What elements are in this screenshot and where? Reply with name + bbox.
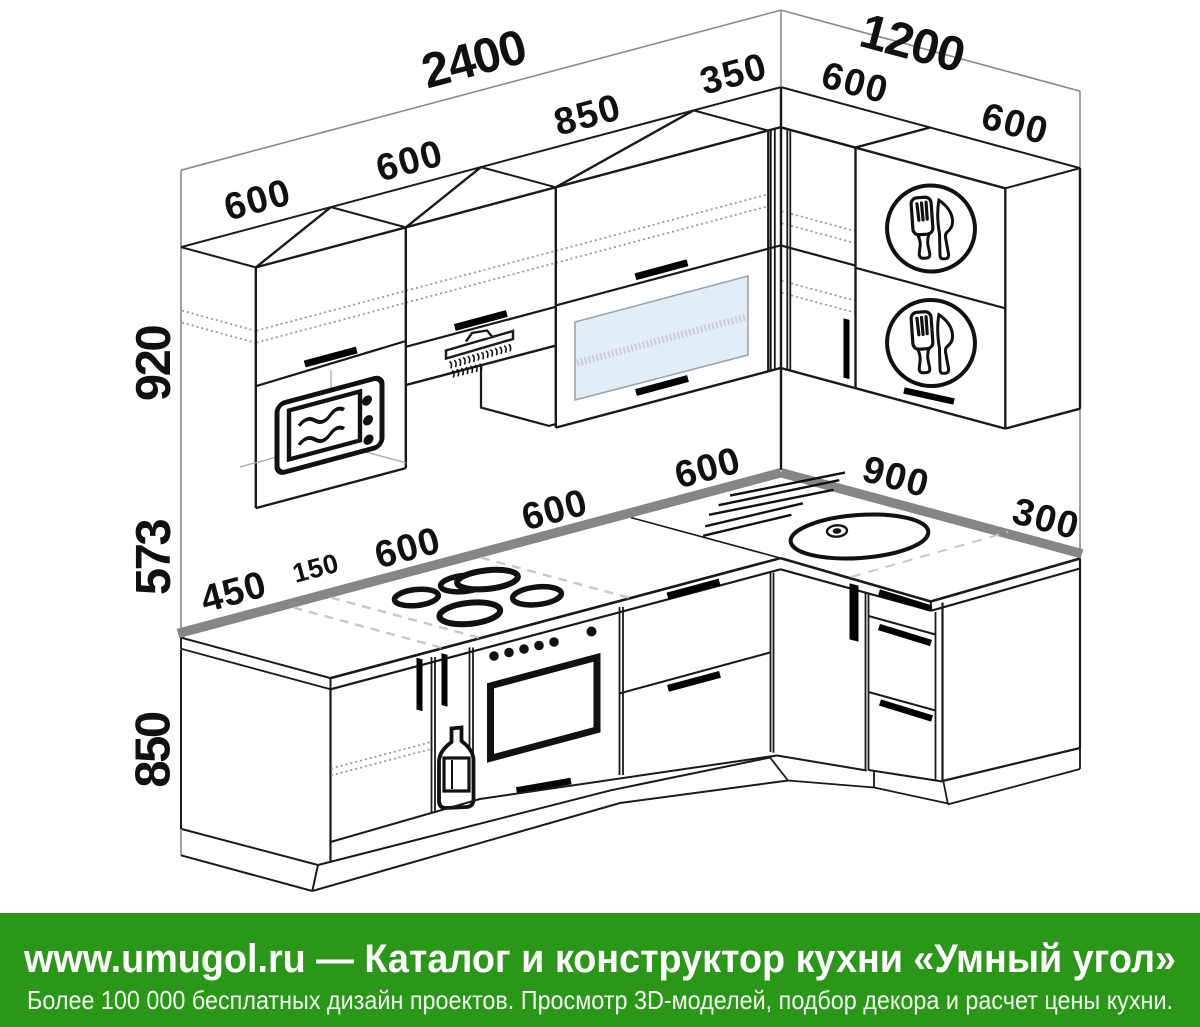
svg-text:www.umugol.ru — Каталог и конс: www.umugol.ru — Каталог и конструктор ку…	[23, 937, 1176, 981]
svg-text:Более 100 000 бесплатных дизай: Более 100 000 бесплатных дизайн проектов…	[27, 985, 1173, 1015]
svg-text:920: 920	[127, 326, 181, 402]
svg-text:850: 850	[127, 712, 181, 788]
svg-text:573: 573	[127, 520, 181, 596]
